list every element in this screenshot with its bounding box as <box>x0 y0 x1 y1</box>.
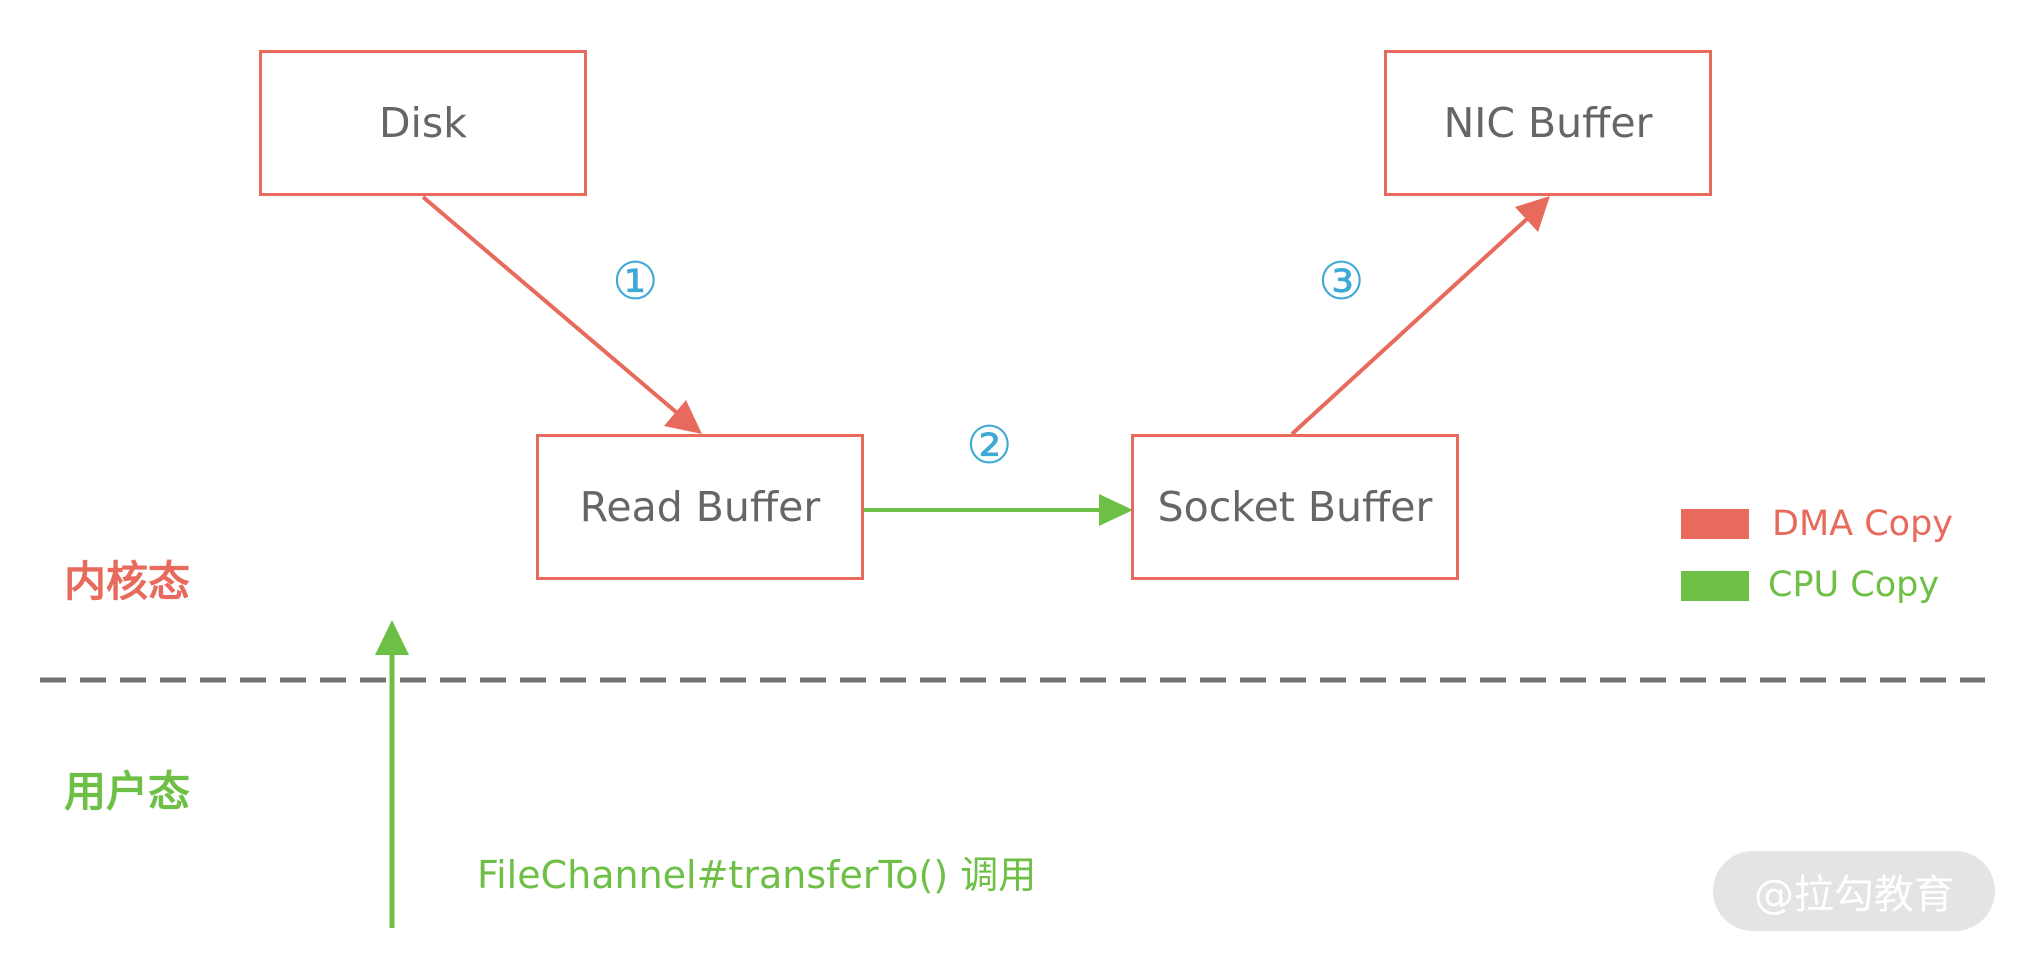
disk-box: Disk <box>259 50 587 196</box>
step-3-marker: ③ <box>1318 252 1365 312</box>
step-2-marker: ② <box>966 416 1013 476</box>
transferto-call-label: FileChannel#transferTo() 调用 <box>477 853 1037 897</box>
disk-label: Disk <box>378 99 468 147</box>
watermark-badge: @拉勾教育 <box>1713 851 1995 931</box>
arrow-read-to-socket-buffer <box>863 494 1133 526</box>
read-buffer-label: Read Buffer <box>579 483 821 531</box>
legend-dma-swatch <box>1681 509 1749 539</box>
arrow-socket-to-nic-buffer <box>1290 196 1550 436</box>
watermark-text: @拉勾教育 <box>1754 872 1954 918</box>
read-buffer-box: Read Buffer <box>536 434 864 580</box>
step-1-marker: ① <box>612 252 659 312</box>
socket-buffer-box: Socket Buffer <box>1131 434 1459 580</box>
arrow-transferto-call <box>375 620 409 928</box>
socket-buffer-label: Socket Buffer <box>1157 483 1433 531</box>
legend-cpu-swatch <box>1681 571 1749 601</box>
legend-dma-label: DMA Copy <box>1772 504 1953 544</box>
nic-buffer-box: NIC Buffer <box>1384 50 1712 196</box>
nic-buffer-label: NIC Buffer <box>1443 99 1653 147</box>
user-space-label: 用户态 <box>64 767 191 816</box>
kernel-space-label: 内核态 <box>64 557 191 606</box>
legend-cpu-label: CPU Copy <box>1768 565 1940 605</box>
arrow-disk-to-read-buffer <box>421 195 702 434</box>
